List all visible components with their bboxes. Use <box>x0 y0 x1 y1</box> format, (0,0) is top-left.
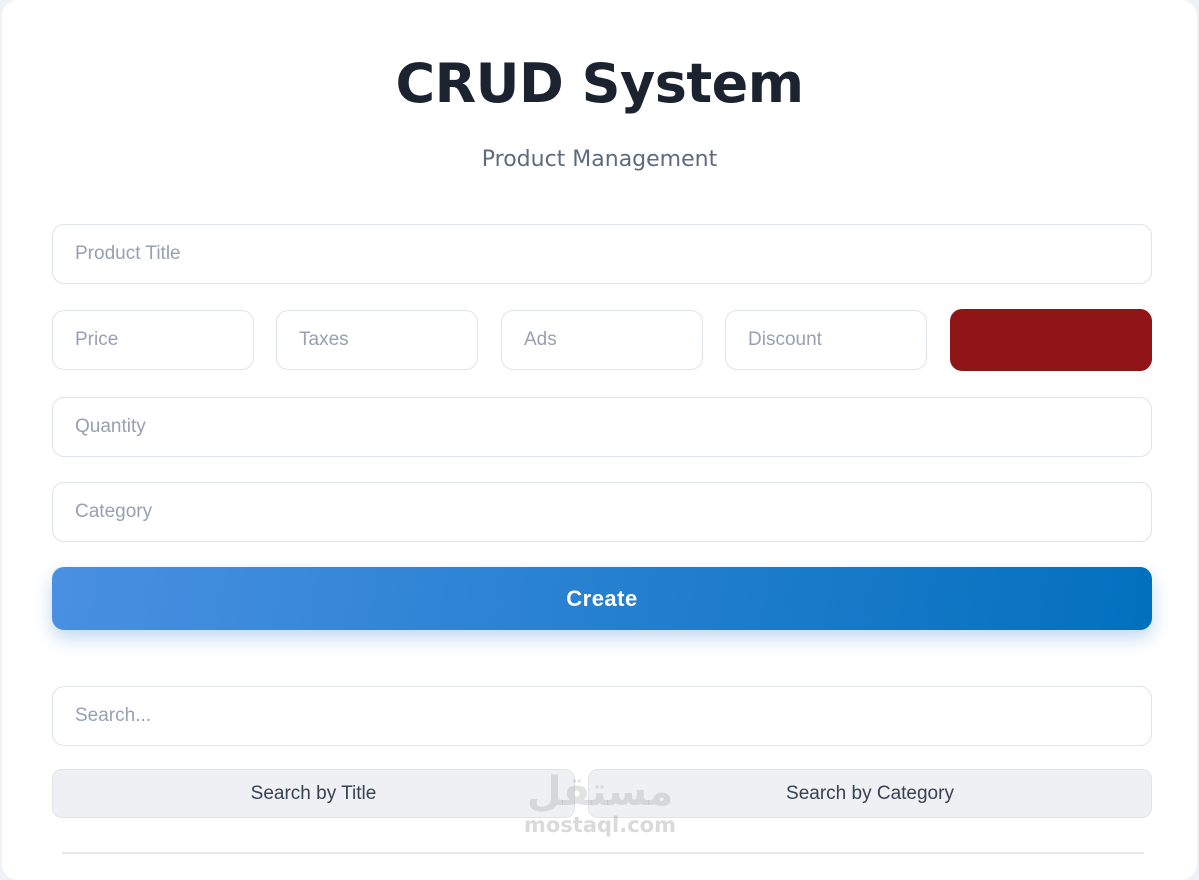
quantity-input[interactable] <box>52 397 1152 457</box>
search-input[interactable] <box>52 686 1152 746</box>
category-input[interactable] <box>52 482 1152 542</box>
ads-input[interactable] <box>501 310 703 370</box>
taxes-input[interactable] <box>276 310 478 370</box>
total-display <box>950 309 1152 371</box>
search-by-category-button[interactable]: Search by Category <box>588 769 1152 818</box>
discount-input[interactable] <box>725 310 927 370</box>
search-by-title-button[interactable]: Search by Title <box>52 769 575 818</box>
page-title: CRUD System <box>395 52 804 115</box>
create-button[interactable]: Create <box>52 567 1152 630</box>
product-title-input[interactable] <box>52 224 1152 284</box>
table-divider <box>62 852 1144 854</box>
price-input[interactable] <box>52 310 254 370</box>
page-subtitle: Product Management <box>481 147 718 172</box>
